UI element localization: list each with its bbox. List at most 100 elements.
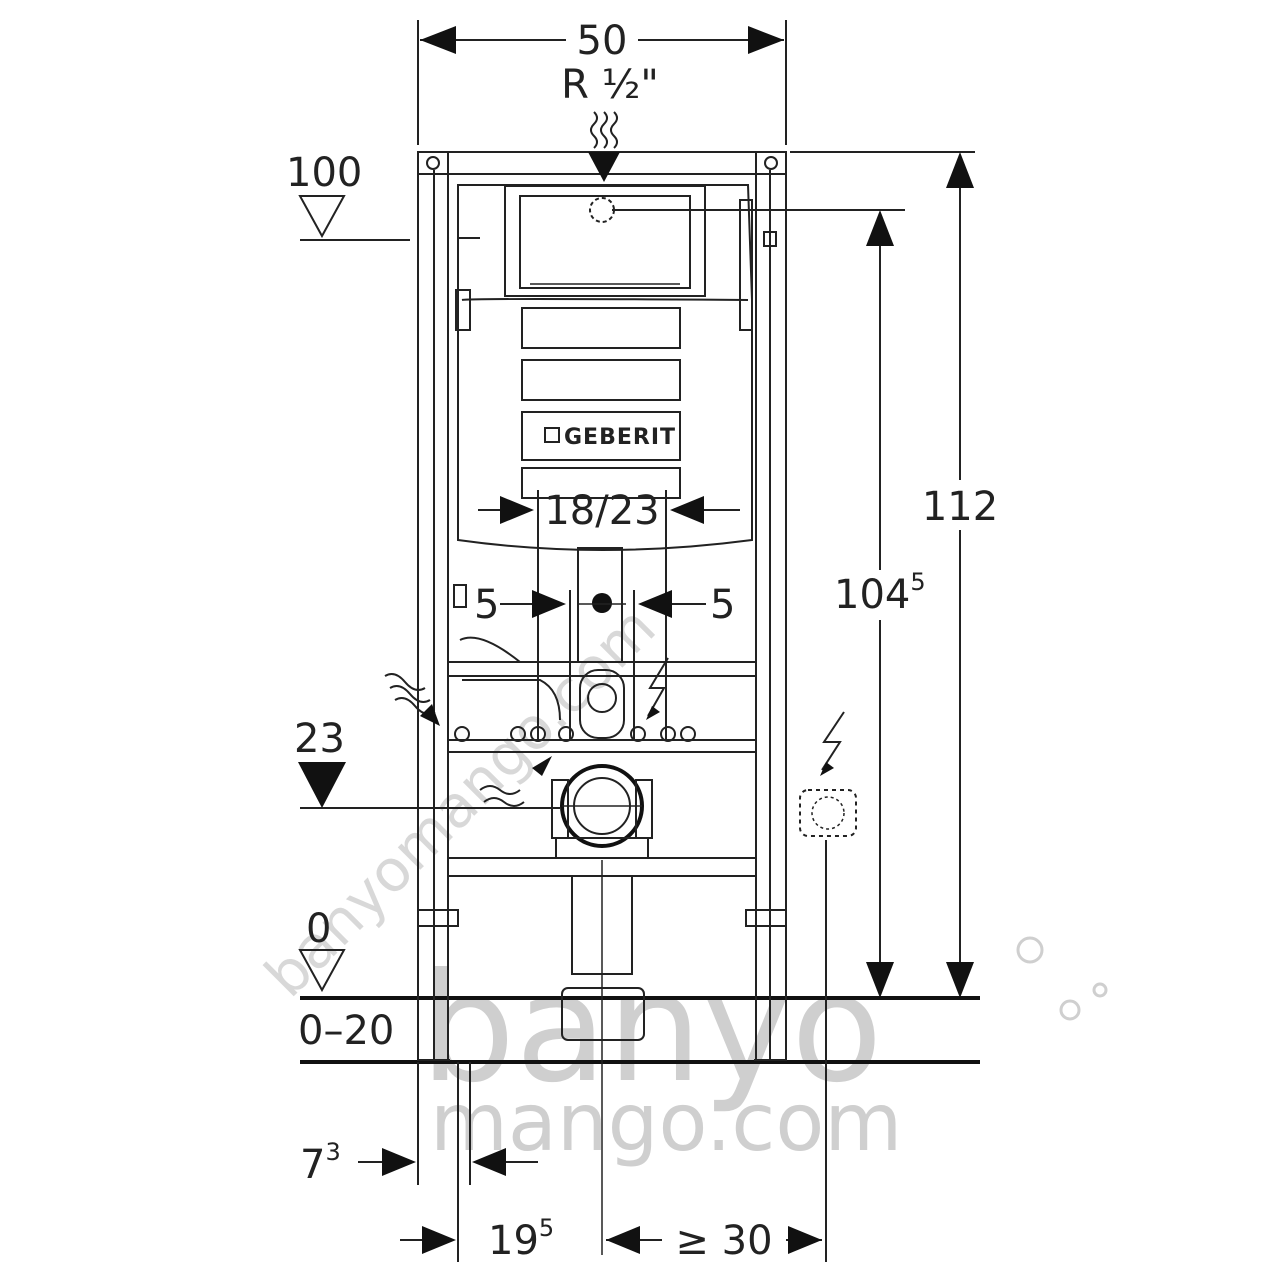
lightning-inner-icon xyxy=(647,657,669,717)
dim-30-arrow-left xyxy=(606,1226,640,1254)
water-inlet-arrow xyxy=(588,152,620,182)
lightning-inner-arrow xyxy=(646,706,660,720)
bolt-4 xyxy=(558,726,574,742)
dim-7-value: 7 xyxy=(300,1142,325,1188)
dim-19-arrow xyxy=(422,1226,456,1254)
bend-pipe-opening xyxy=(587,683,617,713)
bend-pipe-connector xyxy=(579,669,625,739)
level-23-label: 23 xyxy=(294,716,345,762)
dim-112-arrow-bottom xyxy=(946,962,974,998)
watermark-bubble-2 xyxy=(1059,999,1081,1021)
drain-floor-outlet xyxy=(561,987,645,1041)
geberit-logo-icon xyxy=(544,427,560,443)
level-0-triangle xyxy=(298,949,346,993)
cistern-panel-2 xyxy=(521,359,681,401)
symbols xyxy=(384,657,845,807)
lightning-outer-icon xyxy=(821,711,845,771)
water-lower-wave-2 xyxy=(483,797,525,807)
dim-104-label-bg xyxy=(830,570,940,620)
dim-50-arrow-right xyxy=(748,26,784,54)
supply-pipe-contour xyxy=(462,679,561,721)
dim-19-sup: 5 xyxy=(539,1214,554,1242)
watermark-bubble-3 xyxy=(1092,982,1108,998)
frame-foot-left xyxy=(417,909,459,927)
dim-18-23-label: 18/23 xyxy=(544,488,659,534)
dim-104-value: 104 xyxy=(834,572,910,618)
cistern-panel-4 xyxy=(521,467,681,499)
dim-112-label-bg xyxy=(915,480,1005,530)
water-inlet xyxy=(588,111,905,223)
water-lower-arrow xyxy=(532,756,552,776)
bolt-7 xyxy=(680,726,696,742)
level-0-label: 0 xyxy=(306,906,331,952)
cistern-panel-1 xyxy=(521,307,681,349)
water-inlet-circle xyxy=(589,197,615,223)
level-23-triangle xyxy=(298,762,346,808)
frame-screw-right xyxy=(764,156,778,170)
watermark-bubble-1 xyxy=(1016,936,1044,964)
installation-frame xyxy=(417,151,787,1061)
dim-104-arrow-top xyxy=(866,210,894,246)
dimension-labels: 50 R ½" 100 112 1045 18/23 5 5 23 0 0–20… xyxy=(286,18,998,1264)
dim-30-label-bg xyxy=(662,1216,786,1262)
water-supply-wave-1 xyxy=(384,673,426,691)
dim-7-arrow-right xyxy=(472,1148,506,1176)
bolt-1 xyxy=(454,726,470,742)
cistern-bracket-right xyxy=(739,199,753,331)
dim-19-value: 19 xyxy=(488,1218,539,1264)
cistern-bracket-left xyxy=(455,289,471,331)
heat-wave-1 xyxy=(590,111,598,149)
dim-30-arrow-right xyxy=(788,1226,822,1254)
heat-wave-3 xyxy=(610,111,618,149)
bolt-6 xyxy=(660,726,676,742)
dim-5-right-label: 5 xyxy=(710,582,735,628)
frame-screw-left xyxy=(426,156,440,170)
dim-19-label: 195 xyxy=(488,1214,554,1264)
watermark: banyo mango.com banyomango.com xyxy=(252,593,1108,1169)
dim-104-arrow-bottom xyxy=(866,962,894,998)
cistern-shoulder xyxy=(461,298,749,301)
dim-112-arrow-top xyxy=(946,152,974,188)
cistern-panel-3 xyxy=(521,411,681,461)
electrical-box xyxy=(799,789,857,837)
dim-50-arrow-left xyxy=(420,26,456,54)
bolt-5 xyxy=(630,726,646,742)
floor-range-label: 0–20 xyxy=(298,1008,394,1054)
lightning-outer-arrow xyxy=(820,762,834,776)
bolt-2 xyxy=(510,726,526,742)
water-supply-arrow xyxy=(420,704,440,726)
cistern-body xyxy=(457,184,753,551)
cistern-valve-left xyxy=(453,584,467,608)
flush-pipe xyxy=(577,547,623,663)
drain-pipe-base xyxy=(555,837,649,859)
frame-clip-right xyxy=(763,231,777,247)
dim-18-arrow-right xyxy=(670,496,704,524)
dim-7-arrow-left xyxy=(382,1148,416,1176)
water-lower-wave-1 xyxy=(479,785,521,795)
flush-pipe-center xyxy=(592,593,612,613)
water-supply-wave-2 xyxy=(389,685,431,703)
level-100-triangle xyxy=(298,195,346,239)
dim-104-label: 1045 xyxy=(834,568,926,618)
frame-foot-right xyxy=(745,909,787,927)
heat-wave-2 xyxy=(600,111,608,149)
actuator-frame xyxy=(504,185,706,297)
dim-104-sup: 5 xyxy=(910,568,925,596)
dim-18-arrow-left xyxy=(500,496,534,524)
dim-50-label-bg xyxy=(566,16,638,60)
dimension-lines xyxy=(298,16,1005,1262)
pipe-thread-label: R ½" xyxy=(561,62,659,108)
actuator-frame-inner xyxy=(519,195,691,289)
dim-5-right-arrow xyxy=(638,590,672,618)
dim-5-left-arrow xyxy=(532,590,566,618)
cistern-lower-curve xyxy=(459,636,521,663)
watermark-line1: banyo xyxy=(420,942,883,1116)
frame-rail-mid xyxy=(447,739,757,753)
level-100-label: 100 xyxy=(286,150,362,196)
dim-5-left-label: 5 xyxy=(474,582,499,628)
cistern: GEBERIT xyxy=(453,184,777,663)
dim-7-sup: 3 xyxy=(325,1138,340,1166)
floor-lines xyxy=(300,239,980,1064)
